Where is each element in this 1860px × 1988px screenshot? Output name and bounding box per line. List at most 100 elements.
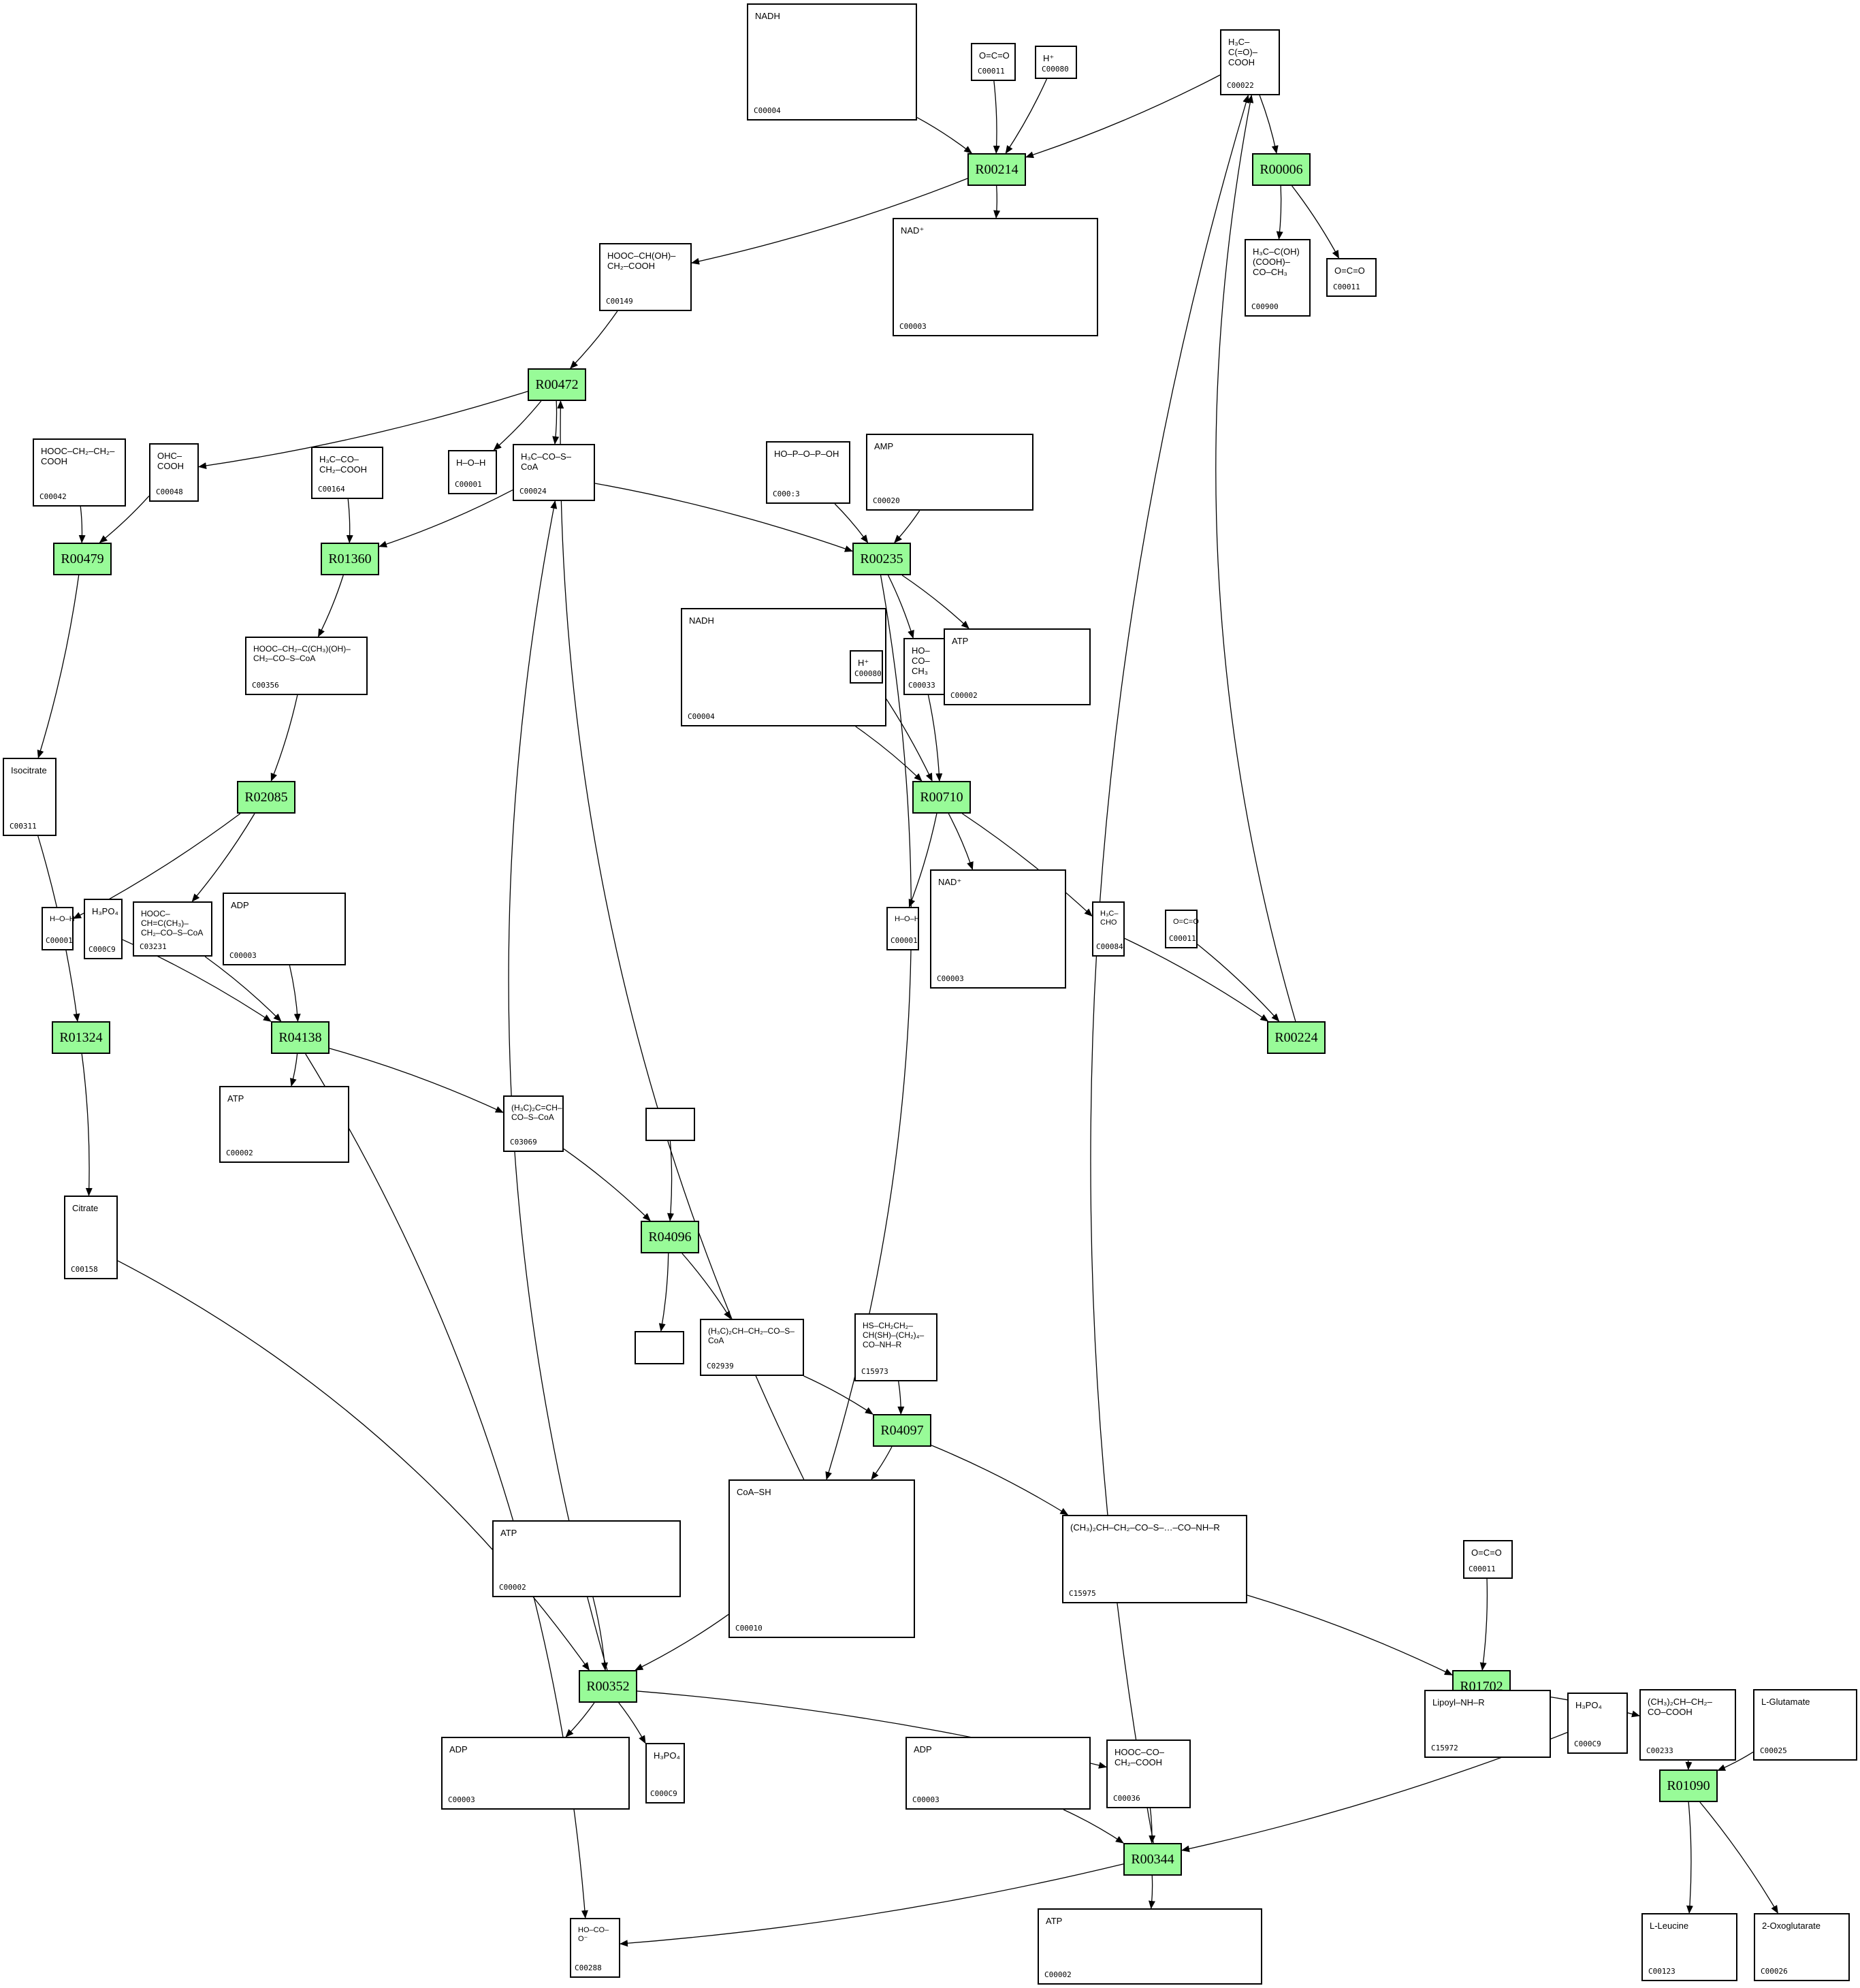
edge-arrow [1215,95,1296,1022]
structure: ATP [227,1093,244,1104]
reaction-node[interactable]: R00224 [1267,1021,1326,1054]
reaction-node[interactable]: R04096 [641,1221,699,1253]
compound-node[interactable]: H⁺C00080 [850,650,883,684]
structure: ATP [952,636,969,646]
edge-arrow [897,1381,905,1415]
edge-arrow [1063,1809,1124,1844]
reaction-node[interactable]: R00352 [579,1670,637,1703]
edge-arrow [565,1702,595,1737]
compound-node[interactable]: HO–CO–O⁻C00288 [570,1918,620,1978]
reaction-node[interactable]: R00710 [912,781,971,814]
compound-id: C00020 [873,496,900,505]
reaction-node[interactable]: R01360 [321,543,379,575]
structure: H₃PO₄ [654,1750,680,1761]
edge-arrow [1197,944,1280,1022]
compound-id: C00003 [229,951,257,960]
compound-id: C03231 [140,942,167,951]
edge-arrow [658,1253,669,1332]
edge-arrow [1292,185,1340,259]
reaction-node[interactable]: R00479 [53,543,112,575]
reaction-node[interactable]: R00006 [1252,153,1311,186]
edge-arrow [1025,74,1221,159]
compound-id: C00002 [499,1583,526,1592]
structure: O=C=O [1173,918,1199,926]
reaction-node[interactable]: R00472 [528,368,586,401]
reaction-node[interactable]: R01324 [52,1021,110,1054]
compound-node[interactable]: H⁺C00080 [1035,46,1077,79]
structure: ATP [1046,1916,1063,1926]
edge-arrow [993,80,1000,154]
compound-id: C00011 [978,67,1005,76]
reaction-node[interactable]: R00214 [967,153,1026,186]
edge-arrow [1259,95,1279,154]
compound-id: C00900 [1251,302,1279,311]
reaction-node[interactable]: R00235 [852,543,911,575]
reaction-node[interactable]: R00344 [1123,1843,1182,1876]
edge-arrow [289,1053,298,1087]
structure: HO–CO–O⁻ [578,1926,609,1943]
edge-arrow [117,1260,590,1671]
compound-node[interactable]: NAD⁺C00003 [930,869,1066,989]
edge-arrow [618,1702,646,1744]
edge-arrow [1149,1808,1156,1844]
edge-arrow [855,726,923,782]
structure: H₃C–C(OH)(COOH)–CO–CH₃ [1253,246,1300,277]
compound-id: C02939 [707,1362,734,1370]
reaction-node[interactable]: R04097 [873,1414,931,1447]
compound-node[interactable] [635,1331,684,1364]
compound-node[interactable]: H₃C–C(OH)(COOH)–CO–CH₃ C00900 [1245,239,1311,317]
structure: (H₃C)₂CH–CH₂–CO–S–CoA [708,1326,795,1345]
compound-node[interactable]: (H₃C)₂CH–CH₂–CO–S–CoA C02939 [700,1319,804,1376]
compound-id: C00080 [1042,65,1069,74]
reaction-node[interactable]: R04138 [271,1021,330,1054]
structure: Lipoyl–NH–R [1432,1697,1485,1708]
reaction-node[interactable]: R01090 [1659,1769,1718,1802]
reaction-node[interactable]: R02085 [237,781,295,814]
structure: L-Leucine [1650,1921,1689,1931]
compound-node[interactable] [645,1108,695,1141]
compound-node[interactable]: NAD⁺C00003 [893,218,1098,336]
